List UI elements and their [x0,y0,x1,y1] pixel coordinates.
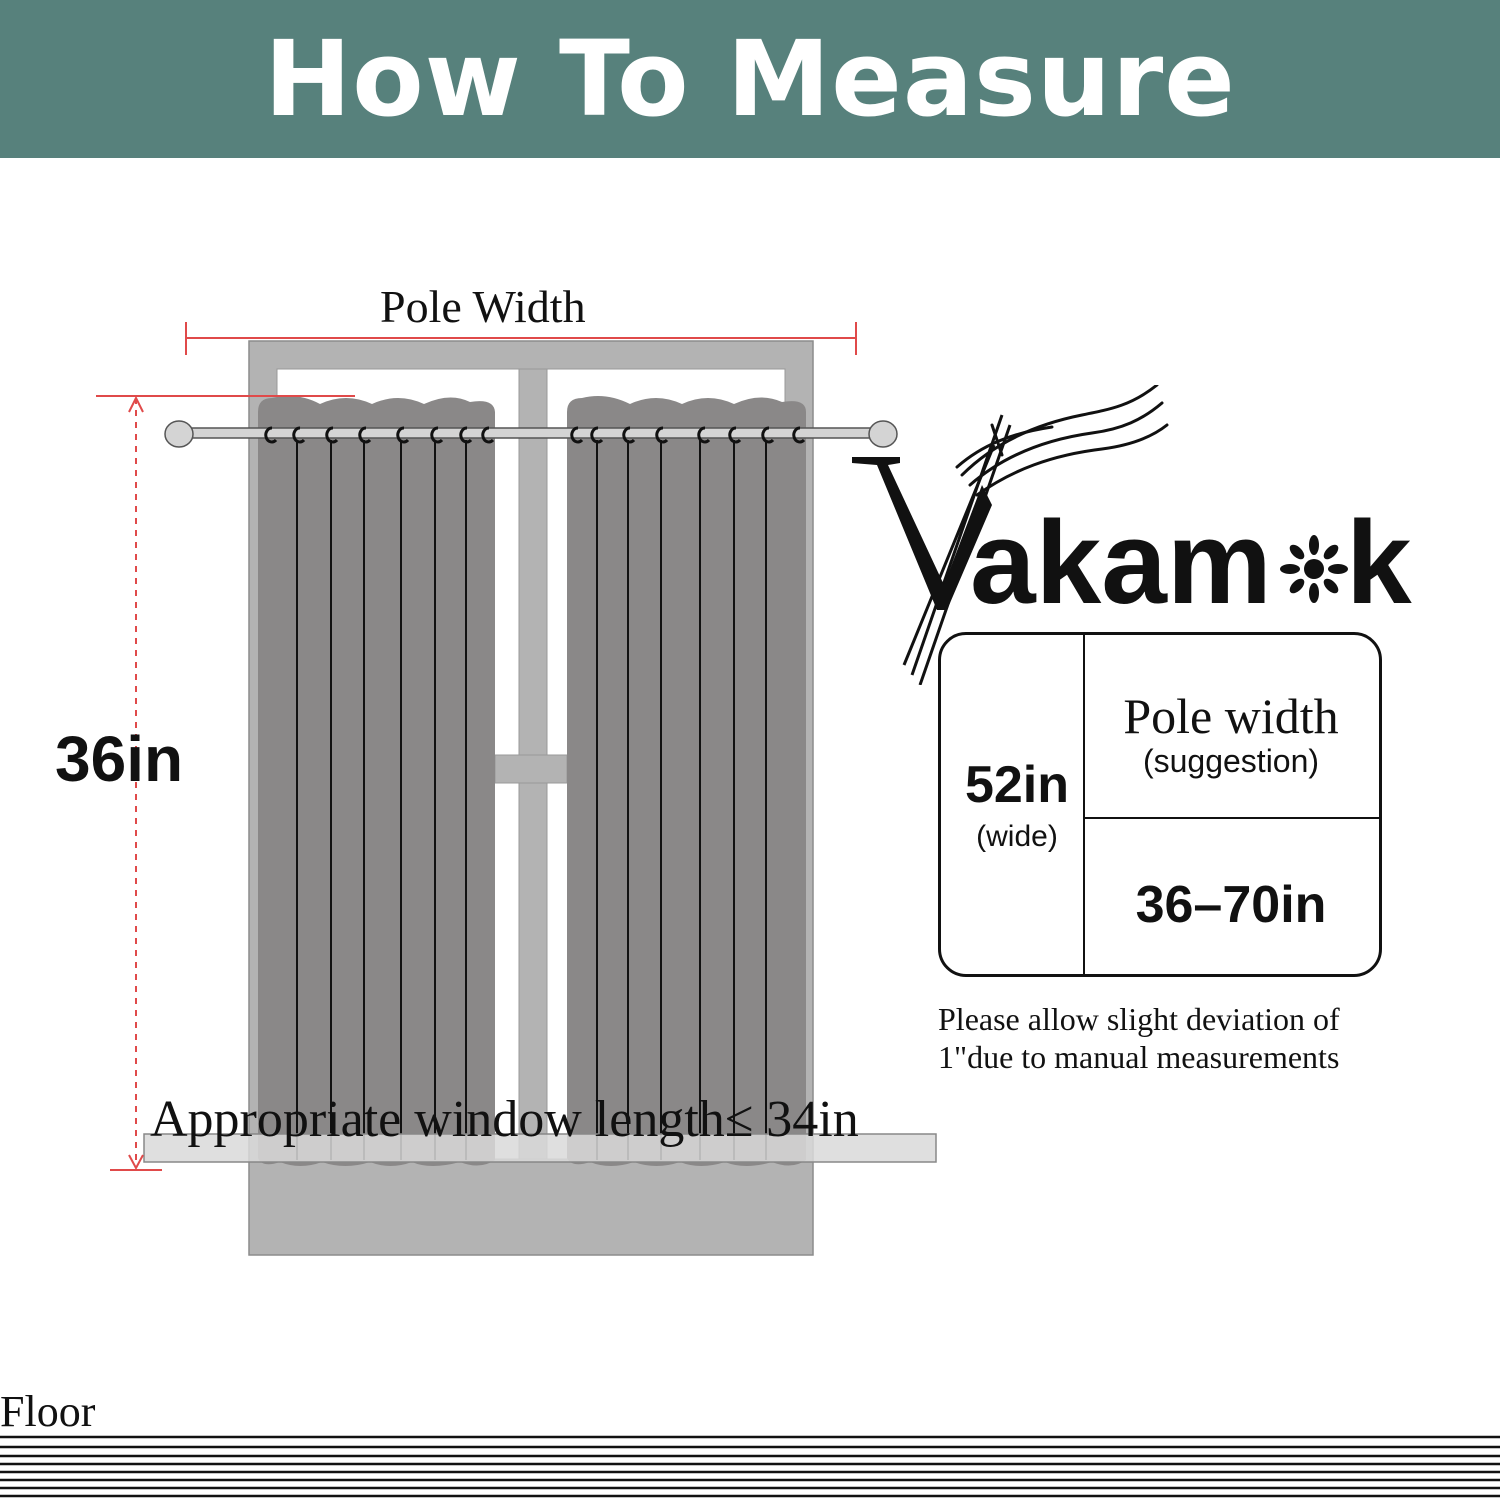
curtain-rod [164,420,898,448]
page-title: How To Measure [264,18,1236,140]
pole-width-note: (suggestion) [1142,743,1320,779]
grommet-rings [264,426,806,444]
svg-text:akam: akam [970,497,1272,629]
floor-pattern [0,1435,1500,1498]
right-curtain [567,396,806,1166]
curtain-width-value: 52in [964,756,1070,814]
pole-width-value: 36–70in [1135,876,1327,934]
floor-label: Floor [0,1387,96,1436]
sun-ornament [1280,535,1348,603]
size-spec-table: 52in (wide) Pole width (suggestion) 36–7… [938,632,1382,977]
window-crossbar [494,754,568,784]
curtain-width-note: (wide) [976,820,1058,853]
header-banner: How To Measure [0,0,1500,158]
window-length-label: Appropriate window length≤ 34in [150,1091,859,1148]
height-dimension [96,395,355,1171]
deviation-note: Please allow slight deviation of 1"due t… [938,1000,1458,1076]
brand-logo: akam k [852,385,1412,685]
deviation-note-line2: 1"due to manual measurements [938,1039,1340,1075]
pole-width-dimension [185,322,857,355]
svg-text:k: k [1346,497,1412,629]
height-label: 36in [55,723,184,795]
window-sill [143,1133,937,1163]
left-curtain [258,396,495,1166]
deviation-note-line1: Please allow slight deviation of [938,1001,1340,1037]
pole-width-label: Pole Width [380,281,586,332]
pole-width-title: Pole width [1123,688,1339,744]
